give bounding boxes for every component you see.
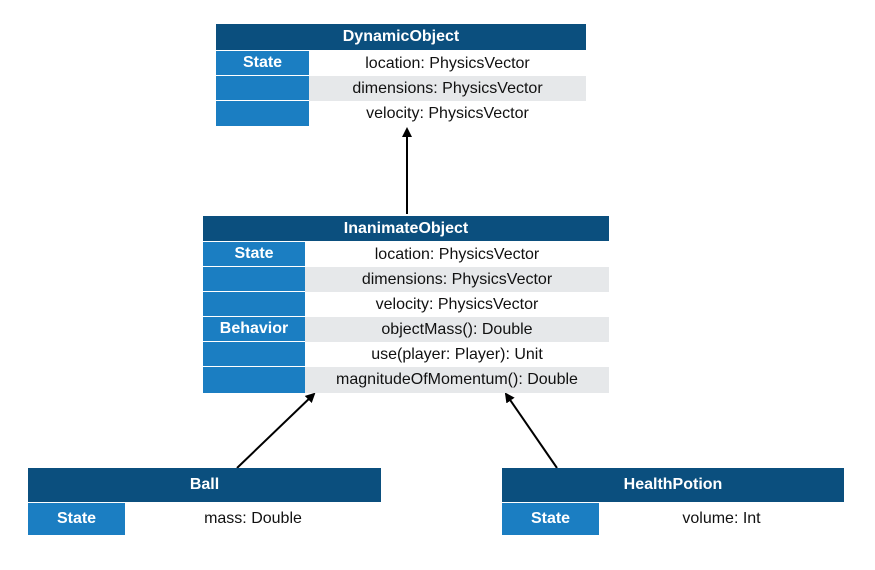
- section-label: State: [216, 51, 309, 76]
- attribute-row: velocity: PhysicsVector: [203, 292, 609, 317]
- class-ball: Ball State mass: Double: [28, 468, 381, 535]
- section-label: [216, 76, 309, 101]
- attribute-row: dimensions: PhysicsVector: [203, 267, 609, 292]
- attribute-row: velocity: PhysicsVector: [216, 101, 586, 126]
- class-title: Ball: [28, 468, 381, 503]
- attribute-row: State volume: Int: [502, 503, 844, 535]
- attribute-row: State mass: Double: [28, 503, 381, 535]
- attribute-value: location: PhysicsVector: [374, 245, 540, 263]
- attribute-value: mass: Double: [204, 510, 302, 527]
- section-label: [203, 292, 305, 317]
- attribute-row: dimensions: PhysicsVector: [216, 76, 586, 101]
- class-title: DynamicObject: [216, 24, 586, 51]
- attribute-value: dimensions: PhysicsVector: [309, 76, 586, 101]
- attribute-value: velocity: PhysicsVector: [375, 295, 539, 313]
- method-value: use(player: Player): Unit: [371, 345, 543, 363]
- method-row: use(player: Player): Unit: [203, 342, 609, 367]
- attribute-row: State location: PhysicsVector: [203, 242, 609, 267]
- attribute-value: velocity: PhysicsVector: [366, 104, 529, 122]
- section-label: [203, 267, 305, 292]
- arrow-ball-to-inanimate: [236, 392, 316, 469]
- section-label: State: [203, 242, 305, 267]
- method-row: magnitudeOfMomentum(): Double: [203, 367, 609, 393]
- section-label: [203, 342, 305, 367]
- section-label: Behavior: [203, 317, 305, 342]
- attribute-value: dimensions: PhysicsVector: [305, 267, 609, 292]
- section-label: State: [502, 503, 599, 535]
- class-title: InanimateObject: [203, 216, 609, 242]
- attribute-value: location: PhysicsVector: [365, 54, 530, 72]
- class-inanimate-object: InanimateObject State location: PhysicsV…: [203, 216, 609, 393]
- section-label: [203, 367, 305, 393]
- method-value: magnitudeOfMomentum(): Double: [305, 367, 609, 393]
- attribute-row: State location: PhysicsVector: [216, 51, 586, 76]
- class-title: HealthPotion: [502, 468, 844, 503]
- class-health-potion: HealthPotion State volume: Int: [502, 468, 844, 535]
- method-row: Behavior objectMass(): Double: [203, 317, 609, 342]
- arrow-healthpotion-to-inanimate: [504, 392, 558, 469]
- class-dynamic-object: DynamicObject State location: PhysicsVec…: [216, 24, 586, 126]
- attribute-value: volume: Int: [682, 510, 761, 527]
- section-label: [216, 101, 309, 126]
- section-label: State: [28, 503, 125, 535]
- method-value: objectMass(): Double: [305, 317, 609, 342]
